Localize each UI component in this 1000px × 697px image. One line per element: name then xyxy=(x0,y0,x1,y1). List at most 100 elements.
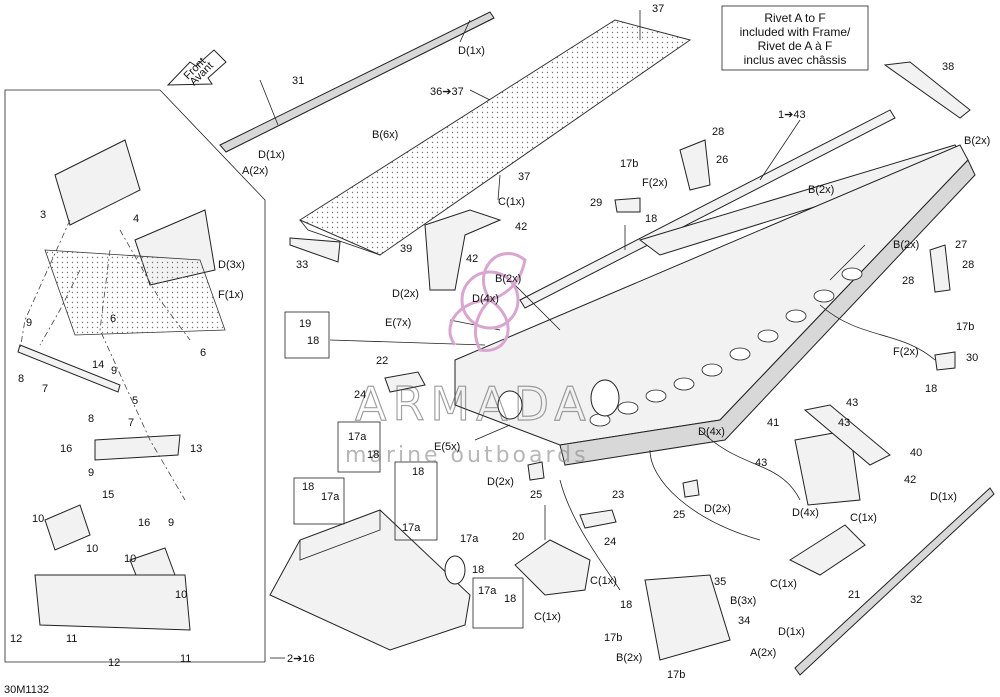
svg-text:Rivet de A à F: Rivet de A à F xyxy=(758,39,833,53)
label-31: 31 xyxy=(292,75,304,87)
label-7-a: 7 xyxy=(42,383,48,395)
label-17b-bot2: 17b xyxy=(667,669,685,681)
label-b2x-rail: B(2x) xyxy=(808,184,834,196)
label-11-b: 11 xyxy=(180,653,191,665)
bracket-41 xyxy=(803,404,891,466)
label-18-box2: 18 xyxy=(412,466,424,478)
label-41: 41 xyxy=(767,417,779,429)
label-16-b: 16 xyxy=(138,517,150,529)
main-tunnel xyxy=(454,144,976,466)
part-labels: 37 D(1x) 31 36➔37 B(6x) D(1x) A(2x) 37 1… xyxy=(10,3,990,681)
label-f2x-right: F(2x) xyxy=(893,346,919,358)
label-3: 3 xyxy=(40,209,46,221)
label-24-b: 24 xyxy=(604,536,616,548)
label-7-b: 7 xyxy=(128,417,134,429)
label-27: 27 xyxy=(955,239,967,251)
part-12-11 xyxy=(34,574,191,631)
part-10a xyxy=(44,504,91,551)
diagram-code: 30M1132 xyxy=(4,684,49,696)
label-10-c: 10 xyxy=(124,553,136,565)
bracket-40 xyxy=(794,429,861,506)
label-18-a: 18 xyxy=(367,449,379,461)
label-37-mid: 37 xyxy=(518,171,530,183)
label-b2x-center: B(2x) xyxy=(495,273,521,285)
part-13 xyxy=(94,434,181,461)
bracket-30 xyxy=(934,351,956,371)
label-17a-box: 17a xyxy=(321,491,340,503)
label-9-b: 9 xyxy=(111,365,117,377)
plate-25b xyxy=(682,479,700,498)
step-22 xyxy=(384,371,426,393)
label-17a-box2: 17a xyxy=(402,522,421,534)
label-b2x-38: B(2x) xyxy=(964,135,990,147)
label-17b-top: 17b xyxy=(620,158,638,170)
label-c1x-20: C(1x) xyxy=(534,611,561,623)
label-36-37: 36➔37 xyxy=(430,86,464,98)
label-6-a: 6 xyxy=(110,313,116,325)
label-28-right2: 28 xyxy=(962,259,974,271)
label-40: 40 xyxy=(910,447,922,459)
label-d1x-right: D(1x) xyxy=(930,491,957,503)
bracket-33 xyxy=(289,237,341,263)
bracket-27 xyxy=(929,244,951,293)
label-33: 33 xyxy=(296,259,308,271)
label-14: 14 xyxy=(92,359,104,371)
label-17a-a: 17a xyxy=(348,431,367,443)
label-18-19: 18 xyxy=(307,335,319,347)
label-43-b: 43 xyxy=(838,417,850,429)
label-18-box: 18 xyxy=(302,481,314,493)
label-42-bot: 42 xyxy=(904,474,916,486)
watermark-tagline: marine outboards xyxy=(345,443,589,468)
label-43-c: 43 xyxy=(755,457,767,469)
label-28-top: 28 xyxy=(712,126,724,138)
label-25-a: 25 xyxy=(530,489,542,501)
label-10-a: 10 xyxy=(32,513,44,525)
label-12-b: 12 xyxy=(108,657,120,669)
label-17a-c: 17a xyxy=(478,585,497,597)
label-f2x-top: F(2x) xyxy=(642,177,668,189)
label-d1x-top: D(1x) xyxy=(458,45,485,57)
label-c1x-35: C(1x) xyxy=(590,575,617,587)
label-c1x-21top: C(1x) xyxy=(850,512,877,524)
label-d4x-right: D(4x) xyxy=(698,426,725,438)
propeller-logo xyxy=(448,252,527,352)
label-18-c: 18 xyxy=(504,593,516,605)
plate-25a xyxy=(527,461,545,481)
label-e7x: E(7x) xyxy=(385,317,411,329)
label-9-d: 9 xyxy=(168,517,174,529)
front-arrow-icon: Front Avant xyxy=(166,49,227,88)
label-13: 13 xyxy=(190,443,202,455)
skid-plate xyxy=(44,249,226,336)
part-14 xyxy=(17,344,121,393)
watermark-brand: ARMADA xyxy=(355,377,592,431)
svg-text:inclus avec châssis: inclus avec châssis xyxy=(744,53,847,67)
lower-frame xyxy=(269,509,471,651)
label-37-top: 37 xyxy=(652,3,664,15)
label-d2x-39: D(2x) xyxy=(392,288,419,300)
label-2-16: 2➔16 xyxy=(287,653,315,665)
leader-lines xyxy=(259,10,936,659)
label-4: 4 xyxy=(133,213,139,225)
subassembly-frame xyxy=(4,89,266,663)
label-42-top: 42 xyxy=(515,221,527,233)
plate-21 xyxy=(788,524,866,576)
rail-31 xyxy=(219,11,495,153)
rail-32 xyxy=(794,487,995,676)
label-17b-bot: 17b xyxy=(604,632,622,644)
label-1-43: 1➔43 xyxy=(778,109,806,121)
bracket-26 xyxy=(679,139,711,191)
label-10-b: 10 xyxy=(86,543,98,555)
svg-text:Rivet A to F: Rivet A to F xyxy=(764,11,825,25)
label-6-b: 6 xyxy=(200,347,206,359)
label-30: 30 xyxy=(966,352,978,364)
label-28-right: 28 xyxy=(902,275,914,287)
step-23 xyxy=(579,509,617,529)
label-32: 32 xyxy=(910,594,922,606)
label-11-a: 11 xyxy=(66,633,77,645)
tunnel-cover xyxy=(298,19,692,256)
label-b6x: B(6x) xyxy=(372,129,398,141)
label-22: 22 xyxy=(376,355,388,367)
label-e5x: E(5x) xyxy=(434,441,460,453)
label-a2x-31: A(2x) xyxy=(242,165,268,177)
